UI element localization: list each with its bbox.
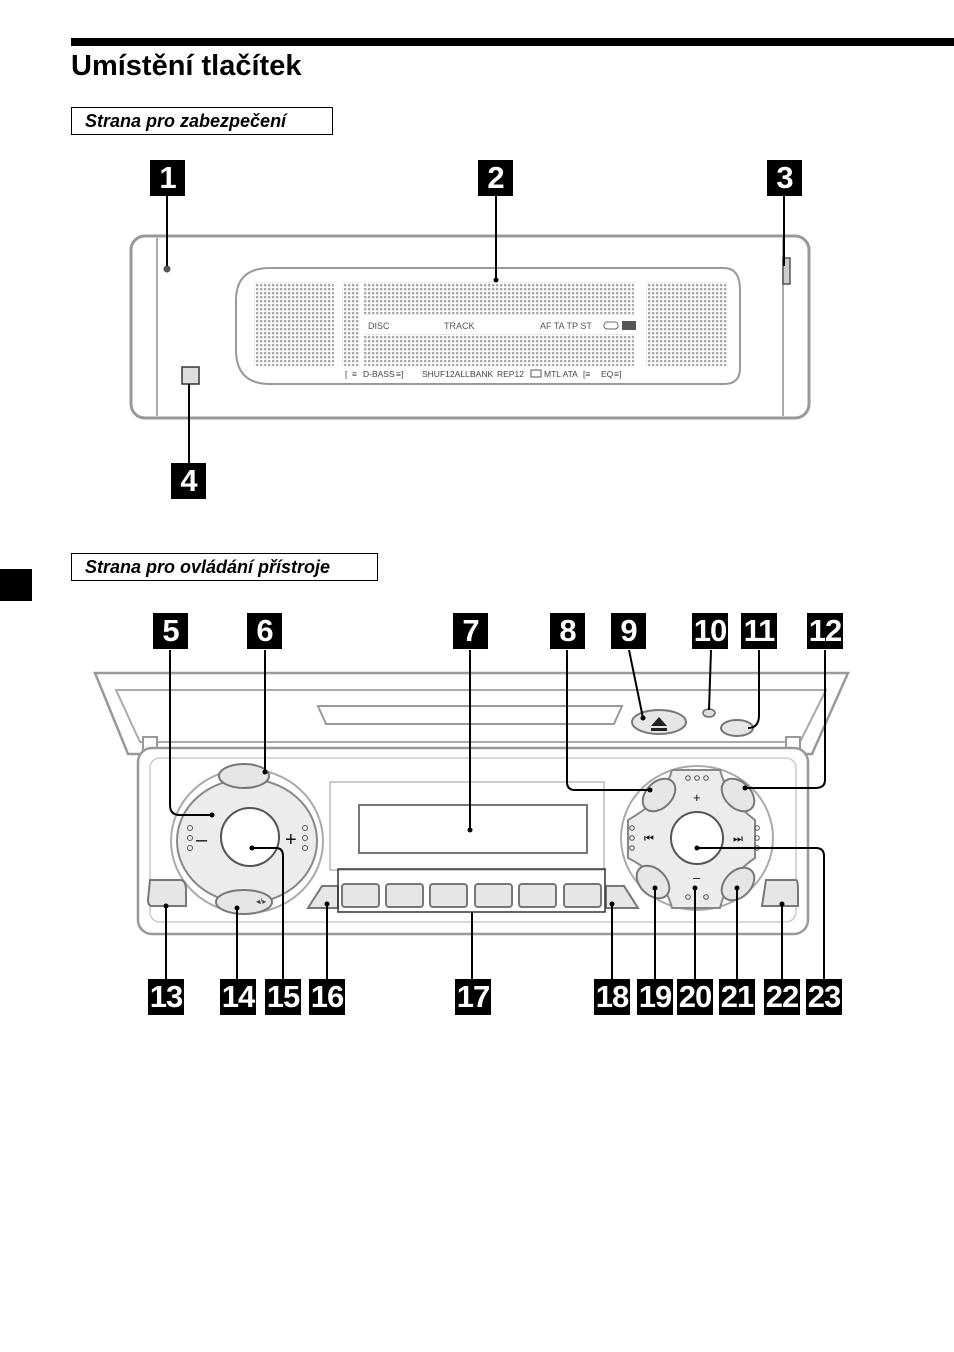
security-front-panel: DISC TRACK AF TA TP ST [ ≡ D-BASS ≡] SHU…	[129, 234, 811, 420]
display-label-track: TRACK	[444, 321, 475, 331]
display-label-mtl-ata: MTL ATA	[544, 369, 578, 379]
button-8[interactable]	[636, 772, 681, 817]
volume-plus-label: +	[285, 829, 297, 851]
callout-7: 7	[453, 613, 488, 649]
prev-track-icon: ⏮	[644, 832, 654, 845]
callout-18: 18	[594, 979, 630, 1015]
svg-text:◂/▸: ◂/▸	[256, 897, 266, 906]
bottom-callout-leaders	[165, 649, 826, 980]
seek-button[interactable]	[215, 889, 273, 915]
callout-16: 16	[309, 979, 345, 1015]
main-display-window	[358, 804, 588, 854]
callout-9: 9	[611, 613, 646, 649]
dpad-minus-label: –	[693, 870, 701, 885]
preset-button-2[interactable]	[385, 883, 424, 908]
callout-5: 5	[153, 613, 188, 649]
release-button[interactable]	[782, 257, 791, 285]
callout-22: 22	[764, 979, 800, 1015]
display-label-af-ta-tp-st: AF TA TP ST	[540, 321, 592, 331]
callout-11: 11	[741, 613, 777, 649]
callout-3: 3	[767, 160, 802, 196]
callout-23: 23	[806, 979, 842, 1015]
section-label-control: Strana pro ovládání přístroje	[71, 553, 378, 581]
small-button-10[interactable]	[702, 708, 716, 718]
preset-button-3[interactable]	[429, 883, 468, 908]
bottom-callout-dots	[163, 715, 785, 911]
callout-4: 4	[171, 463, 206, 499]
preset-button-5[interactable]	[518, 883, 557, 908]
source-button[interactable]	[218, 763, 270, 789]
off-button[interactable]	[146, 879, 187, 907]
next-track-icon: ⏭	[733, 832, 743, 845]
svg-text:[≡: [≡	[583, 369, 590, 379]
callout-8: 8	[550, 613, 585, 649]
svg-text:≡: ≡	[352, 369, 357, 379]
top-rule	[71, 38, 954, 46]
svg-text:≡]: ≡]	[614, 369, 621, 379]
page-side-tab	[0, 569, 32, 601]
callout-12: 12	[807, 613, 843, 649]
dpad-plus-label: +	[693, 790, 701, 805]
security-indicator	[181, 366, 200, 385]
callout-10: 10	[692, 613, 728, 649]
callout-6: 6	[247, 613, 282, 649]
preset-button-6[interactable]	[563, 883, 602, 908]
reset-button-hole[interactable]	[163, 265, 171, 273]
callout-17: 17	[455, 979, 491, 1015]
display-label-shuf: SHUF12ALL	[422, 369, 470, 379]
callout-19: 19	[637, 979, 673, 1015]
callout-20: 20	[677, 979, 713, 1015]
button-21[interactable]	[715, 861, 760, 906]
svg-text:≡]: ≡]	[396, 369, 403, 379]
callout-2: 2	[478, 160, 513, 196]
callout-1: 1	[150, 160, 185, 196]
display-label-dbass: D-BASS	[363, 369, 395, 379]
page-title: Umístění tlačítek	[71, 50, 302, 82]
section-label-security: Strana pro zabezpečení	[71, 107, 333, 135]
dpad-center-button[interactable]	[670, 811, 724, 865]
top-callout-leaders	[166, 196, 785, 464]
preset-button-1[interactable]	[341, 883, 380, 908]
display-label-disc: DISC	[368, 321, 390, 331]
display-label-rep: REP12	[497, 369, 524, 379]
callout-13: 13	[148, 979, 184, 1015]
button-19[interactable]	[630, 859, 675, 904]
display-label-bank: BANK	[470, 369, 493, 379]
button-22[interactable]	[760, 879, 799, 907]
volume-knob[interactable]	[220, 807, 280, 867]
display-label-eq: EQ	[601, 369, 614, 379]
callout-14: 14	[220, 979, 256, 1015]
volume-minus-label: –	[196, 829, 208, 851]
callout-21: 21	[719, 979, 755, 1015]
preset-button-4[interactable]	[474, 883, 513, 908]
control-unit: ◂/▸ – + + – ⏮ ⏭	[93, 671, 850, 936]
svg-text:[: [	[345, 369, 348, 379]
callout-15: 15	[265, 979, 301, 1015]
